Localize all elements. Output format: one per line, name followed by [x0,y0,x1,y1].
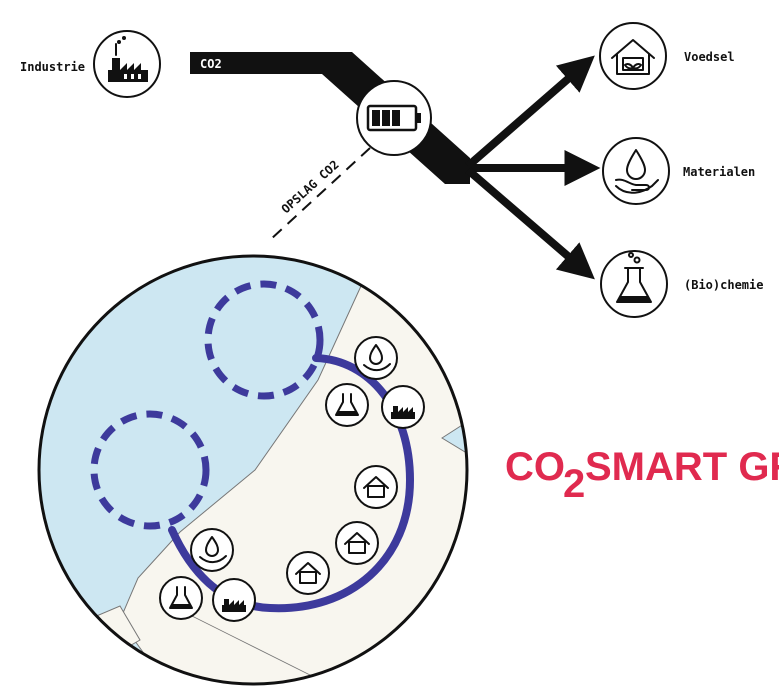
output-materialen: Materialen [602,137,755,205]
grid-node-factory-upper [381,385,425,429]
storage-ring-lower [90,410,210,530]
factory-icon [93,30,161,98]
title-co: CO [505,445,565,489]
smart-grid-title: CO 2 SMART GRID [505,445,779,506]
land-area [119,261,467,684]
grid-node-flask-upper [325,383,369,427]
water-drop-hand-icon [602,137,670,205]
grid-node-water-upper [354,336,398,380]
grid-node-water-lower [190,528,234,572]
title-rest: SMART GRID [585,445,779,489]
co2-flow-label: CO2 [200,57,222,71]
biochemie-label: (Bio)chemie [684,278,763,292]
industrie-label: Industrie [20,60,85,74]
industrie-source: Industrie [20,30,161,98]
storage-label: OPSLAG CO2 [279,157,342,216]
arrow-to-voedsel [465,55,595,170]
storage-ring-upper [204,280,324,400]
grid-node-factory-lower [212,578,256,622]
output-biochemie: (Bio)chemie [600,250,763,318]
greenhouse-icon [599,22,667,90]
battery-hub [356,80,432,156]
flask-icon [600,250,668,318]
grid-node-flask-lower [159,576,203,620]
grid-node-greenhouse-2 [335,521,379,565]
arrow-to-biochemie [465,166,595,280]
storage-dashed-line [269,147,371,241]
materialen-label: Materialen [683,165,755,179]
output-voedsel: Voedsel [599,22,735,90]
grid-node-greenhouse-1 [354,465,398,509]
grid-node-greenhouse-3 [286,551,330,595]
battery-icon [366,104,421,132]
map-circle-outline [37,254,469,686]
title-subscript: 2 [563,462,585,506]
smart-grid-map [37,254,469,686]
voedsel-label: Voedsel [684,50,735,64]
